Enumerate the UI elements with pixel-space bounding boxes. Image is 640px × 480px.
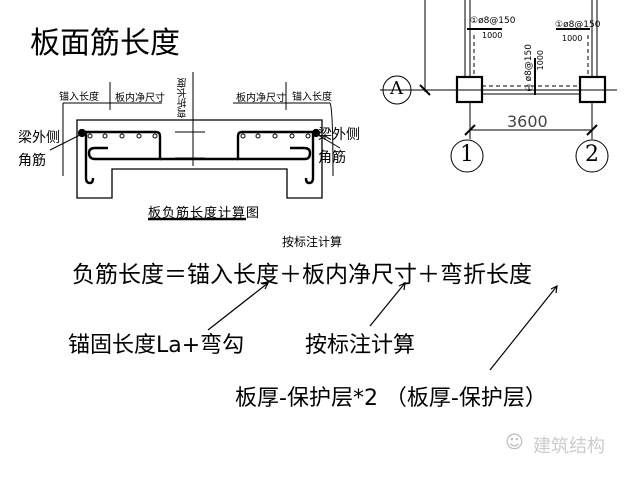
- bend-label: 弯折长度: [178, 78, 189, 118]
- axis-1-bubble: [450, 139, 484, 173]
- corner-bar-right-line1: 梁外侧: [318, 127, 360, 143]
- wechat-icon: ☺: [505, 432, 524, 453]
- beam-slab-outline: [76, 119, 323, 199]
- corner-bar-right: [311, 128, 321, 138]
- axis-2-label: 2: [585, 142, 599, 167]
- axis-1-label: 1: [460, 142, 474, 167]
- section-caption: 板负筋长度计算图: [148, 206, 261, 221]
- rebar-length-3: 1000: [536, 50, 545, 71]
- corner-bar-left-line1: 梁外侧: [18, 130, 60, 146]
- arrow-anchor: [207, 282, 269, 331]
- axis-2-bubble: [575, 139, 609, 173]
- rebar-spec-1: ①ø8@150: [470, 16, 516, 26]
- slide-title: 板面筋长度: [30, 26, 180, 61]
- arrows: [207, 281, 558, 371]
- anchor-label-left: 锚入长度: [59, 92, 99, 103]
- watermark: 建筑结构: [533, 436, 605, 457]
- explanation-clear-span: 按标注计算: [305, 333, 416, 358]
- rebar-spec-2: ①ø8@150: [555, 20, 601, 30]
- column-1: [455, 75, 484, 104]
- arrow-bend: [489, 285, 558, 371]
- corner-bar-right-line2: 角筋: [318, 150, 346, 166]
- rebar-left: [84, 130, 162, 185]
- small-note: 按标注计算: [282, 235, 343, 249]
- section-diagram: [49, 72, 341, 221]
- explanation-bend: 板厚-保护层*2 （板厚-保护层）: [235, 386, 547, 411]
- explanation-anchor: 锚固长度La+弯勾: [68, 333, 245, 358]
- rebar-spec-3: ①ø8@150: [524, 44, 534, 92]
- clear-span-right: 板内净尺寸: [236, 93, 286, 104]
- rebar-right: [236, 130, 315, 185]
- plan-diagram: [380, 0, 617, 173]
- corner-bar-left: [77, 128, 87, 138]
- clear-span-left: 板内净尺寸: [115, 93, 165, 104]
- formula: 负筋长度＝锚入长度＋板内净尺寸＋弯折长度: [72, 262, 532, 288]
- corner-bar-left-line2: 角筋: [18, 153, 46, 169]
- axis-a-bubble: [382, 75, 412, 105]
- rebar-length-1: 1000: [482, 31, 503, 40]
- rebar-length-2: 1000: [562, 34, 583, 43]
- column-2: [578, 75, 607, 104]
- anchor-label-right: 锚入长度: [292, 92, 332, 103]
- axis-a-label: A: [390, 78, 403, 99]
- arrow-clear-span: [369, 282, 406, 327]
- span-dimension: 3600: [507, 112, 548, 131]
